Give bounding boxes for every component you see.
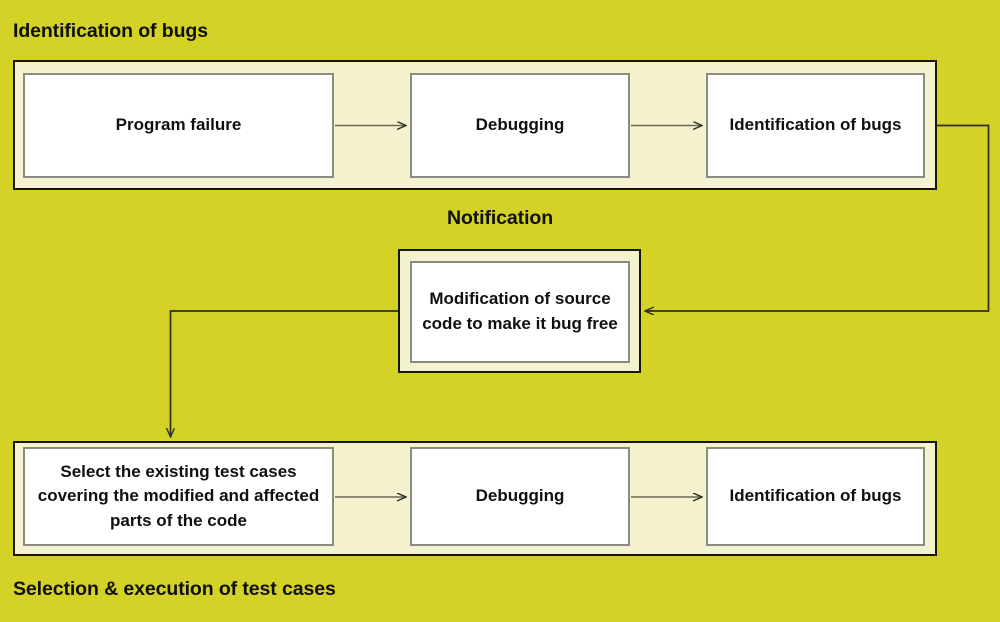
node-modification-of-source-code[interactable]: Modification of source code to make it b… — [410, 261, 630, 363]
section-label-notification: Notification — [446, 207, 554, 229]
node-select-existing-test-cases[interactable]: Select the existing test cases covering … — [23, 447, 334, 546]
node-identification-of-bugs-bottom[interactable]: Identification of bugs — [706, 447, 925, 546]
node-program-failure[interactable]: Program failure — [23, 73, 334, 178]
node-debugging-top[interactable]: Debugging — [410, 73, 630, 178]
node-identification-of-bugs-top[interactable]: Identification of bugs — [706, 73, 925, 178]
section-label-identification-of-bugs: Identification of bugs — [13, 20, 208, 42]
node-debugging-bottom[interactable]: Debugging — [410, 447, 630, 546]
section-label-selection-execution-of-test-cases: Selection & execution of test cases — [13, 578, 336, 600]
connector-modification-to-select-test-cases — [171, 310, 398, 437]
